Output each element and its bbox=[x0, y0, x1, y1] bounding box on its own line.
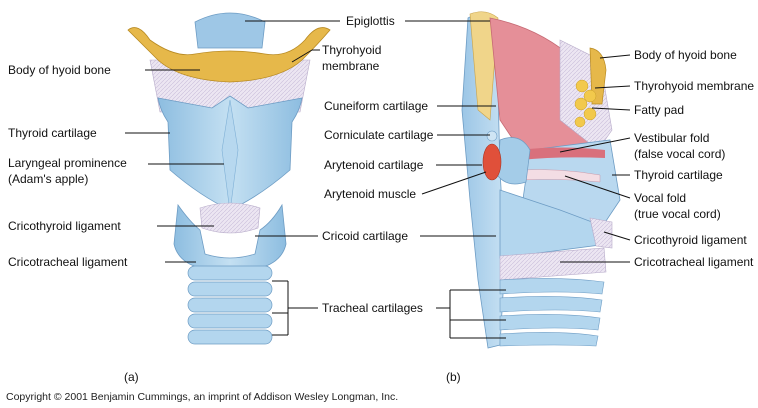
label-thyrohyoid-membrane-b: Thyrohyoid membrane bbox=[634, 79, 754, 93]
labels: Body of hyoid bone Thyroid cartilage Lar… bbox=[6, 14, 754, 403]
tracheal-ring-b bbox=[500, 314, 600, 330]
label-true-vocal-cord: (true vocal cord) bbox=[634, 207, 721, 221]
label-thyrohyoid-membrane-a-line1: Thyrohyoid bbox=[322, 43, 381, 57]
label-laryngeal-prominence: Laryngeal prominence bbox=[8, 156, 127, 170]
label-vestibular-fold: Vestibular fold bbox=[634, 131, 709, 145]
label-cricoid-cartilage: Cricoid cartilage bbox=[322, 229, 408, 243]
label-cricothyroid-ligament-b: Cricothyroid ligament bbox=[634, 233, 747, 247]
arytenoid-muscle-shape bbox=[483, 144, 501, 180]
label-corniculate-cartilage: Corniculate cartilage bbox=[324, 128, 434, 142]
label-thyrohyoid-membrane-a-line2: membrane bbox=[322, 59, 380, 73]
tracheal-ring bbox=[188, 282, 272, 296]
larynx-sagittal-view bbox=[462, 12, 620, 348]
larynx-anterior-view bbox=[128, 13, 330, 344]
label-arytenoid-cartilage: Arytenoid cartilage bbox=[324, 158, 424, 172]
arytenoid-cartilage-shape bbox=[498, 138, 530, 184]
label-false-vocal-cord: (false vocal cord) bbox=[634, 147, 725, 161]
tracheal-ring bbox=[188, 266, 272, 280]
panel-label-b: (b) bbox=[446, 370, 461, 384]
label-cricothyroid-ligament-a: Cricothyroid ligament bbox=[8, 219, 121, 233]
label-body-of-hyoid-bone-a: Body of hyoid bone bbox=[8, 63, 111, 77]
tracheal-ring bbox=[188, 298, 272, 312]
tracheal-ring bbox=[188, 314, 272, 328]
label-cuneiform-cartilage: Cuneiform cartilage bbox=[324, 99, 428, 113]
epiglottis-shape bbox=[195, 13, 265, 48]
label-vocal-fold: Vocal fold bbox=[634, 191, 686, 205]
label-adams-apple: (Adam's apple) bbox=[8, 172, 88, 186]
tracheal-ring-b bbox=[500, 332, 598, 346]
label-body-of-hyoid-bone-b: Body of hyoid bone bbox=[634, 48, 737, 62]
label-cricotracheal-ligament-a: Cricotracheal ligament bbox=[8, 255, 128, 269]
corniculate-cartilage-shape bbox=[487, 131, 497, 141]
label-tracheal-cartilages: Tracheal cartilages bbox=[322, 301, 423, 315]
copyright-notice: Copyright © 2001 Benjamin Cummings, an i… bbox=[6, 391, 398, 403]
label-arytenoid-muscle: Arytenoid muscle bbox=[324, 187, 416, 201]
tracheal-ring-b bbox=[500, 296, 602, 312]
label-cricotracheal-ligament-b: Cricotracheal ligament bbox=[634, 255, 754, 269]
label-epiglottis: Epiglottis bbox=[346, 14, 395, 28]
label-thyroid-cartilage-a: Thyroid cartilage bbox=[8, 126, 97, 140]
tracheal-ring-b bbox=[500, 278, 604, 294]
label-fatty-pad: Fatty pad bbox=[634, 103, 684, 117]
tracheal-ring bbox=[188, 330, 272, 344]
panel-label-a: (a) bbox=[124, 370, 139, 384]
cricothyroid-ligament-shape bbox=[200, 203, 260, 233]
label-thyroid-cartilage-b: Thyroid cartilage bbox=[634, 168, 723, 182]
